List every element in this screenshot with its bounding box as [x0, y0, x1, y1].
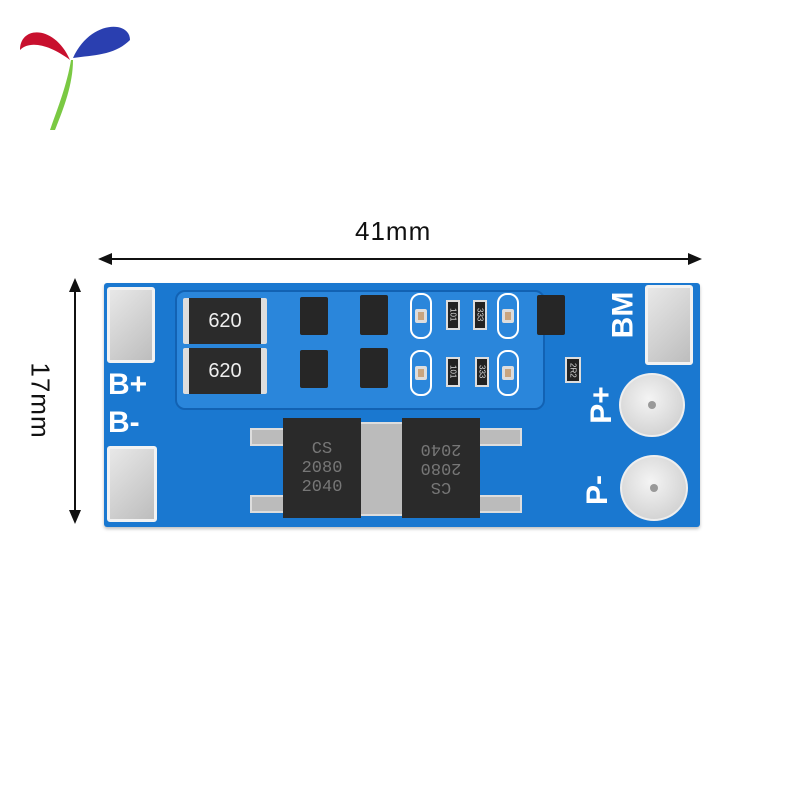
width-dimension-line: [104, 258, 696, 260]
smd-resistor-333-bottom: 333: [475, 357, 489, 387]
height-arrowheads: [69, 278, 81, 524]
resistor-620-bottom: 620: [183, 348, 267, 394]
mosfet-2-lead-bottom: [474, 495, 522, 513]
label-bm: BM: [606, 291, 640, 339]
pad-b-plus: [107, 287, 155, 363]
smd-resistor-101-top: 101: [446, 300, 460, 330]
cap-outline-1: [410, 293, 432, 339]
pad-p-plus: [619, 373, 685, 437]
mosfet-2-marking-3: 2040: [420, 439, 462, 459]
ic-sot23-5: [537, 295, 565, 335]
pad-bm: [645, 285, 693, 365]
width-dimension-label: 41mm: [355, 216, 432, 246]
mosfet-1-marking-2: 2080: [301, 458, 343, 478]
mosfet-2-marking-1: CS: [430, 477, 452, 497]
pad-p-minus: [620, 455, 688, 521]
mosfet-1-marking-3: 2040: [301, 477, 343, 497]
cap-outline-4: [497, 350, 519, 396]
smd-resistor-101-bottom: 101: [446, 357, 460, 387]
cap-outline-2: [497, 293, 519, 339]
mosfet-1-marking-1: CS: [311, 439, 333, 459]
height-dimension-label: 17mm: [25, 362, 56, 439]
smd-resistor-333-top: 333: [473, 300, 487, 330]
label-b-plus: B+: [108, 368, 148, 401]
width-arrowheads: [98, 253, 702, 265]
smd-resistor-2r2: 2R2: [565, 357, 581, 383]
ic-sot23-1: [300, 297, 328, 335]
brand-logo: [20, 26, 130, 130]
ic-sot23-2: [360, 295, 388, 335]
ic-sot23-3: [300, 350, 328, 388]
pad-b-minus: [107, 446, 157, 522]
height-dimension-line: [74, 283, 76, 519]
mosfet-2-lead-top: [474, 428, 522, 446]
mosfet-2-marking-2: 2080: [420, 458, 462, 478]
resistor-620-top: 620: [183, 298, 267, 344]
label-b-minus: B-: [108, 406, 140, 439]
ic-sot23-4: [360, 348, 388, 388]
label-p-minus: P-: [581, 475, 614, 505]
cap-outline-3: [410, 350, 432, 396]
label-p-plus: P+: [584, 386, 618, 424]
